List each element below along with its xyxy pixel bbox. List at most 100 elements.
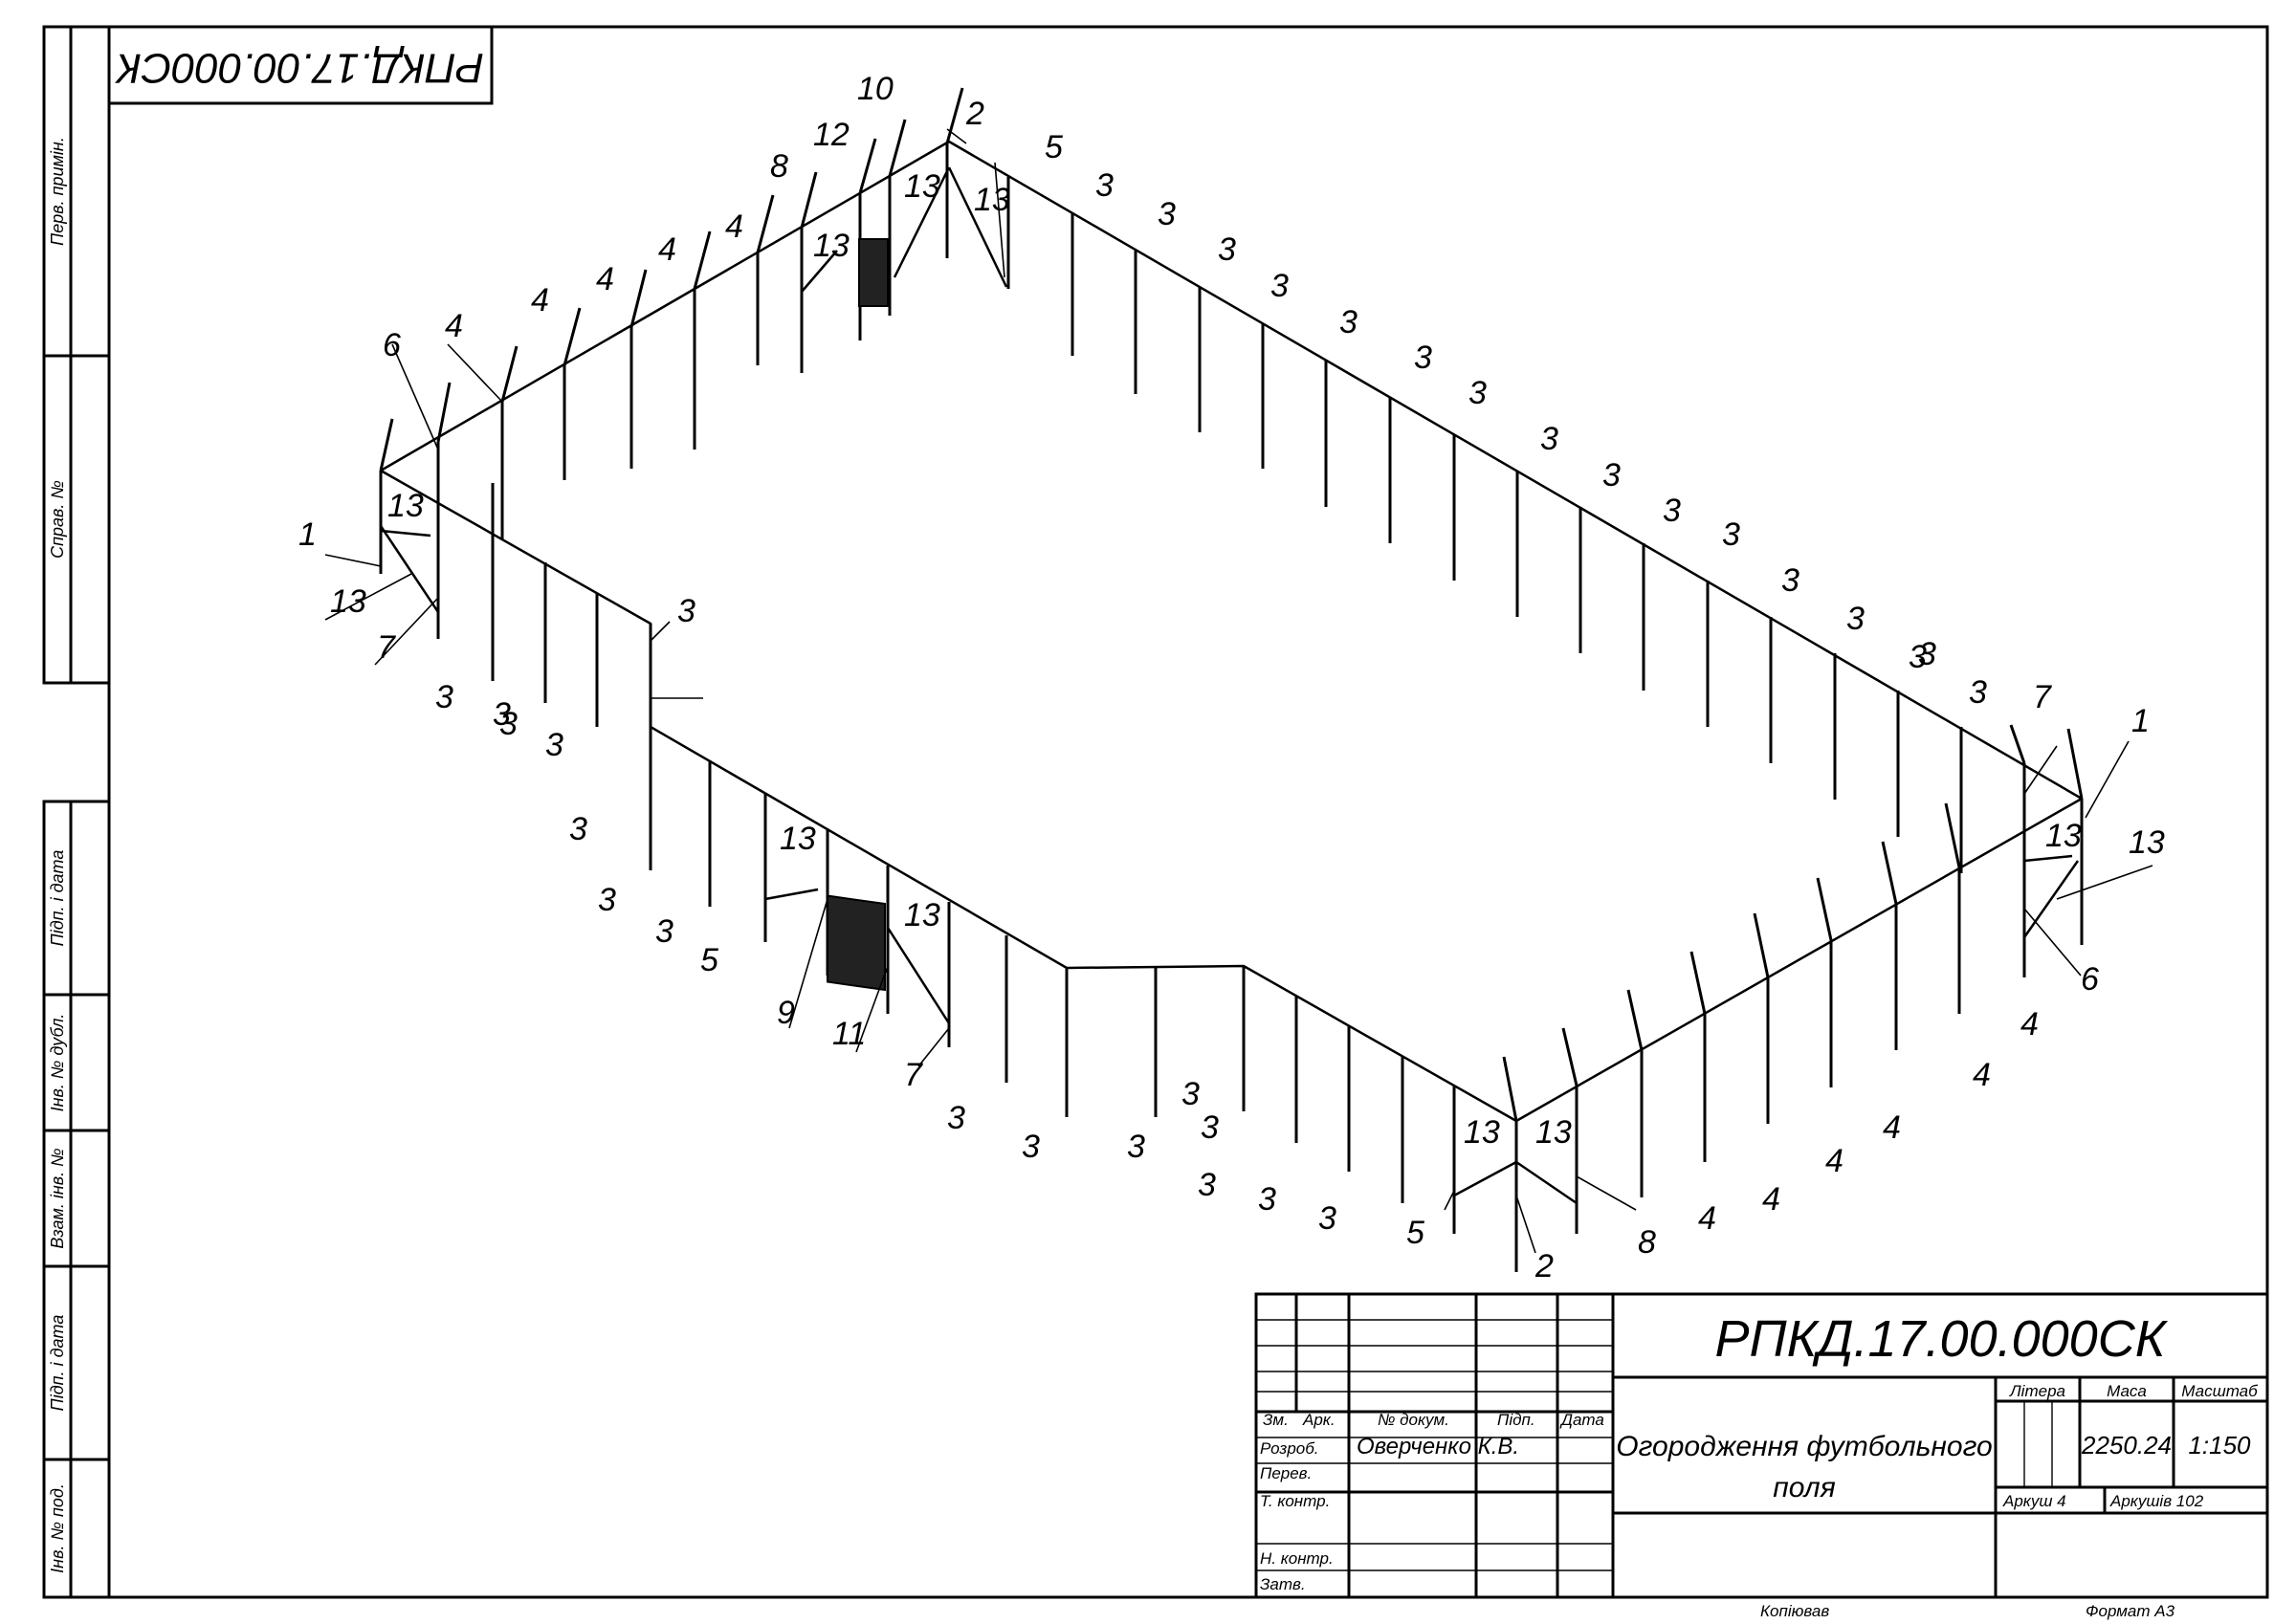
callout-label: 4 — [596, 261, 614, 297]
callout-label: 10 — [857, 71, 894, 107]
callout-label: 4 — [2020, 1006, 2039, 1042]
callout-label: 3 — [493, 696, 511, 733]
callout-label: 3 — [1022, 1129, 1040, 1165]
callout-label: 7 — [904, 1057, 923, 1093]
callout-label: 3 — [1918, 636, 1936, 672]
callout-label: 3 — [1095, 167, 1114, 204]
document-title-line2: поля — [1773, 1472, 1835, 1503]
callout-label: 4 — [1883, 1109, 1901, 1146]
title-block-thin-lines — [1256, 1319, 2053, 1571]
callout-label: 13 — [1535, 1114, 1572, 1151]
side-label-inv-dubl: Інв. № дубл. — [48, 1014, 67, 1112]
callout-label: 5 — [1406, 1215, 1424, 1251]
document-code: РПКД.17.00.000СК — [1714, 1310, 2168, 1368]
callout-label: 4 — [531, 282, 549, 318]
callout-label: 13 — [2045, 818, 2082, 854]
col-zm: Зм. — [1263, 1411, 1289, 1429]
callout-label: 3 — [499, 706, 518, 742]
gate-panel-front — [827, 894, 886, 992]
masa-label: Маса — [2107, 1382, 2147, 1400]
side-strip-labels: Перв. примін. Справ. № Підп. і дата Інв.… — [48, 137, 67, 1573]
callout-label: 3 — [545, 727, 563, 763]
side-label-pidp-data-2: Підп. і дата — [48, 1315, 67, 1412]
callout-label: 13 — [1464, 1114, 1500, 1151]
callout-label: 7 — [377, 629, 396, 666]
masa-value: 2250.24 — [2081, 1431, 2172, 1459]
left-side-strip — [42, 25, 111, 1599]
callout-label: 3 — [677, 593, 695, 629]
fence-posts — [379, 143, 2084, 1272]
post-extensions — [379, 87, 2084, 1122]
callout-label: 8 — [770, 148, 788, 185]
col-doc: № докум. — [1378, 1411, 1449, 1429]
callout-label: 2 — [965, 96, 984, 132]
callout-label: 13 — [387, 488, 424, 524]
callout-label: 5 — [1045, 129, 1063, 165]
callout-label: 4 — [725, 208, 743, 245]
callout-label: 9 — [777, 995, 795, 1031]
callout-label: 3 — [1181, 1076, 1200, 1112]
row-tkontr: Т. контр. — [1260, 1492, 1330, 1510]
side-label-vzam-inv: Взам. інв. № — [48, 1148, 67, 1248]
masshtab-label: Масштаб — [2181, 1382, 2259, 1400]
callout-label: 4 — [1973, 1057, 1991, 1093]
col-pidp: Підп. — [1497, 1411, 1535, 1429]
callout-label: 3 — [1468, 375, 1487, 411]
callout-label: 3 — [1127, 1129, 1145, 1165]
row-nkontr: Н. контр. — [1260, 1549, 1334, 1568]
callout-label: 2 — [1534, 1248, 1554, 1284]
callout-label: 13 — [2129, 824, 2165, 861]
callout-label: 3 — [1540, 421, 1558, 457]
arkush: Аркуш 4 — [2002, 1492, 2066, 1510]
row-rozrob: Розроб. — [1260, 1439, 1319, 1458]
callout-label: 3 — [435, 679, 453, 715]
callout-label: 3 — [1201, 1109, 1219, 1146]
fence-frame — [380, 140, 2083, 1123]
callout-label: 3 — [1258, 1181, 1276, 1218]
callout-label: 8 — [1638, 1224, 1656, 1261]
title-block-grid — [1254, 1292, 2269, 1599]
litera-label: Літера — [2009, 1382, 2065, 1400]
callout-label: 1 — [298, 516, 317, 553]
developer-name: Оверченко К.В. — [1357, 1434, 1519, 1459]
callout-label: 4 — [1825, 1143, 1843, 1179]
callout-label: 4 — [1698, 1200, 1716, 1237]
callout-label: 6 — [2081, 961, 2099, 998]
post-braces — [379, 166, 2080, 1205]
callout-label: 5 — [700, 942, 718, 978]
masshtab-value: 1:150 — [2188, 1431, 2251, 1459]
callout-label: 3 — [598, 882, 616, 918]
side-label-pidp-data-1: Підп. і дата — [48, 850, 67, 947]
row-zatv: Затв. — [1260, 1575, 1306, 1593]
callout-label: 13 — [330, 583, 366, 620]
row-perev: Перев. — [1260, 1464, 1312, 1482]
callout-label: 12 — [813, 117, 850, 153]
callout-label: 3 — [1158, 196, 1176, 232]
callout-label: 3 — [1722, 516, 1740, 553]
callout-label: 4 — [445, 308, 463, 344]
callout-label: 13 — [904, 168, 940, 205]
callout-label: 13 — [813, 228, 850, 264]
callout-label: 11 — [832, 1016, 866, 1052]
footer-format: Формат А3 — [2086, 1602, 2175, 1620]
callout-label: 3 — [947, 1100, 965, 1136]
callout-label: 3 — [1318, 1200, 1336, 1237]
col-data: Дата — [1559, 1411, 1604, 1429]
col-ark: Арк. — [1302, 1411, 1336, 1429]
footer-copied: Копіював — [1760, 1602, 1829, 1620]
callout-label: 13 — [904, 897, 940, 933]
callout-label: 3 — [1663, 493, 1681, 529]
arkushiv: Аркушів 102 — [2109, 1492, 2204, 1510]
callout-label: 4 — [658, 231, 676, 268]
rotated-document-code: РПКД.17.00.000СК — [115, 44, 484, 91]
callout-label: 3 — [1218, 231, 1236, 268]
callout-label: 13 — [780, 821, 816, 857]
callout-label: 3 — [1339, 304, 1358, 340]
callout-label: 3 — [1414, 340, 1432, 376]
callout-label: 3 — [1969, 674, 1987, 711]
rotated-code-box — [107, 25, 494, 105]
callout-leaders — [324, 128, 2153, 1254]
document-title-line1: Огородження футбольного — [1616, 1431, 1992, 1462]
side-label-perv-prymin: Перв. примін. — [48, 137, 67, 246]
